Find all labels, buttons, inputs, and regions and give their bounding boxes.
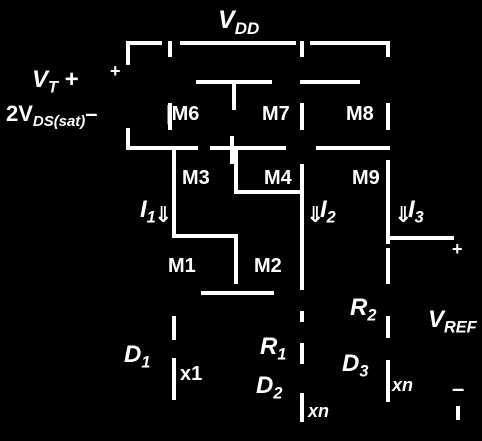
m2-label: M2 <box>254 255 282 277</box>
m4-gate-branch <box>234 146 302 194</box>
down-arrow-icon: ⇓ <box>154 203 173 228</box>
m1-label: M1 <box>168 255 196 277</box>
r2-label-sub: 2 <box>367 306 377 325</box>
m8-label: M8 <box>346 103 374 125</box>
d2-label-main: D <box>256 372 274 399</box>
m4-label: M4 <box>264 167 292 189</box>
vref-label: VREF <box>428 308 477 336</box>
vref-label-main: V <box>428 306 445 333</box>
i1-label-main: I <box>140 196 147 223</box>
i2-label: I2 <box>320 198 336 226</box>
vds-sat-label-sub: DS(sat) <box>32 113 86 131</box>
m9-label: M9 <box>352 167 380 189</box>
vdd-label-main: V <box>218 6 235 34</box>
i2-label-main: I <box>320 196 327 223</box>
i2-label-sub: 2 <box>326 208 336 227</box>
down-arrow-icon: ⇓ <box>394 203 413 228</box>
i1-label: I1 <box>140 198 156 226</box>
d3-label-main: D <box>342 350 360 377</box>
vref-label-sub: REF <box>444 318 477 337</box>
i3-label-sub: 3 <box>414 208 424 227</box>
r1-label-sub: 1 <box>277 345 287 364</box>
d1-label-sub: 1 <box>141 353 151 372</box>
vt-label-tail: + <box>57 66 79 93</box>
m7-label: M7 <box>262 103 290 125</box>
r2-label-main: R <box>350 294 368 321</box>
i3-label-main: I <box>408 196 415 223</box>
down-arrow-icon: ⇓ <box>306 203 325 228</box>
vds-sat-label-main: 2V <box>6 101 33 126</box>
vdd-label-sub: DD <box>234 18 260 38</box>
vds-sat-label: 2VDS(sat)– <box>6 103 98 130</box>
d2-label: D2 <box>256 374 282 402</box>
d3-label: D3 <box>342 352 368 380</box>
m6-label: |M6 <box>166 103 200 125</box>
plus-right-label: + <box>452 239 463 259</box>
i3-label: I3 <box>408 198 424 226</box>
vdd-label: VDD <box>218 8 259 37</box>
vt-label: VT + <box>32 68 79 96</box>
m6-label-text: M6 <box>171 103 200 125</box>
x1-label: x1 <box>180 363 203 385</box>
plus-left-label: + <box>110 61 121 81</box>
vdd-rail <box>126 41 390 65</box>
d2-label-sub: 2 <box>273 384 283 403</box>
vt-label-main: V <box>32 66 49 93</box>
r2-label: R2 <box>350 296 376 324</box>
vt-label-sub: T <box>48 78 58 97</box>
xn-d3-label: xn <box>392 375 414 395</box>
r1-label-main: R <box>260 333 278 360</box>
d1-label-main: D <box>124 341 142 368</box>
minus-right-label: – <box>452 376 465 401</box>
xn-d2-label: xn <box>308 401 330 421</box>
m1-gate-bar <box>172 234 238 284</box>
d3-label-sub: 3 <box>359 362 369 381</box>
vds-sat-label-tail: – <box>85 101 98 126</box>
r1-label: R1 <box>260 335 286 363</box>
d1-label: D1 <box>124 343 150 371</box>
m3-label: M3 <box>182 167 210 189</box>
i1-label-sub: 1 <box>146 208 156 227</box>
